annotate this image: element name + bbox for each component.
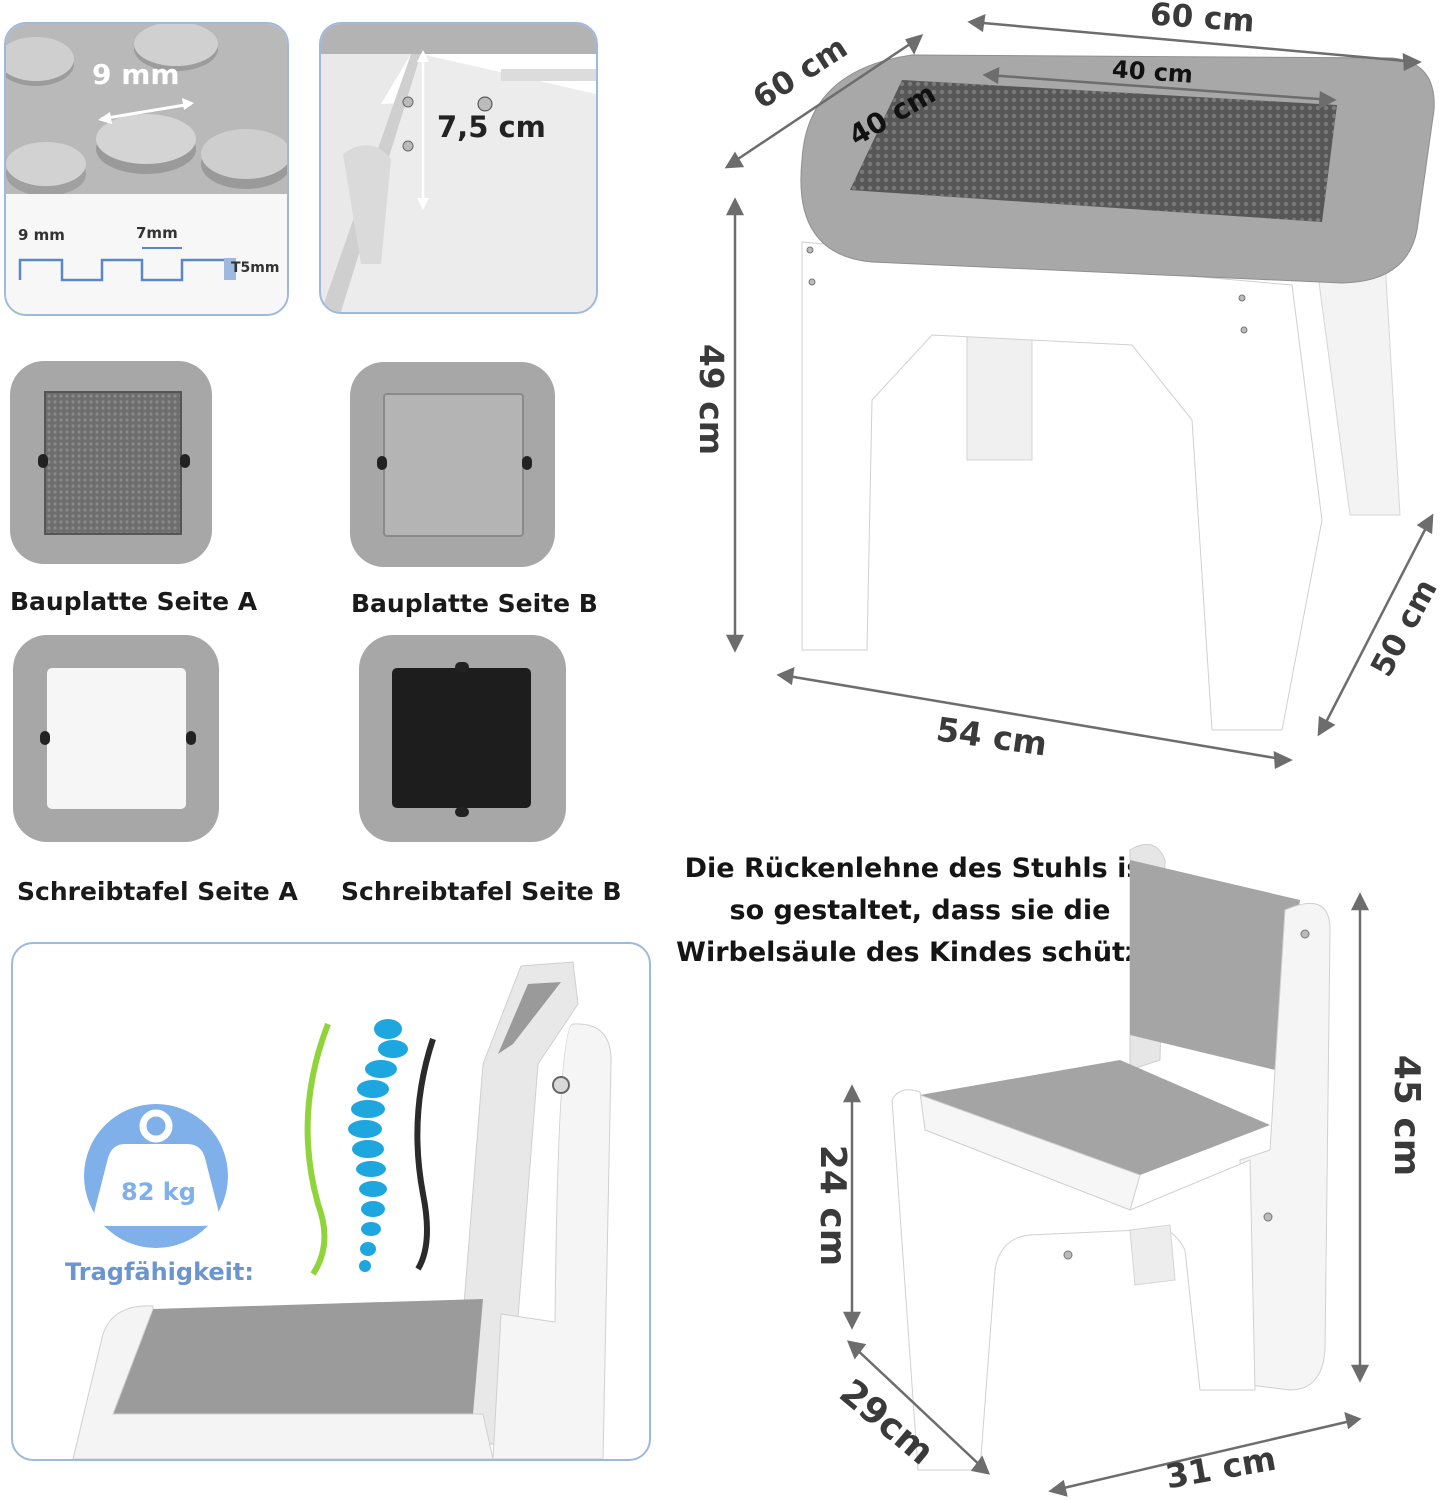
profile-stud-label: 9 mm (18, 226, 65, 244)
tray-corner-illustration (321, 24, 596, 312)
writing-board-side-b (359, 635, 566, 842)
stud-detail-panel: 9 mm 9 mm 7mm T5mm (4, 22, 289, 316)
profile-height-label: T5mm (231, 260, 280, 276)
stud-closeup-illustration (6, 24, 287, 314)
building-plate-side-b (350, 362, 555, 567)
table-illustration (724, 13, 1435, 769)
chair-illustration (842, 843, 1370, 1497)
tray-depth-panel: 7,5 cm (319, 22, 598, 314)
chair-backrest-note: Die Rückenlehne des Stuhls ist so gestal… (660, 848, 1180, 974)
chair-note-line-3: Wirbelsäule des Kindes schützt. (676, 937, 1164, 968)
caption-building-plate-a: Bauplatte Seite A (10, 587, 258, 616)
ergonomic-detail-panel: 82 kg Tragfähigkeit: (11, 942, 651, 1461)
whiteboard-surface (47, 668, 186, 809)
flat-surface (383, 393, 524, 537)
caption-writing-board-b: Schreibtafel Seite B (341, 877, 622, 906)
profile-gap-label: 7mm (136, 224, 178, 242)
chair-seat-height-label: 24 cm (812, 1144, 854, 1267)
tray-depth-label: 7,5 cm (437, 110, 546, 144)
chair-note-line-1: Die Rückenlehne des Stuhls ist (684, 853, 1156, 884)
building-plate-side-a (10, 361, 212, 564)
plate-length-label: 40 cm (1111, 55, 1194, 89)
writing-board-side-a (13, 635, 219, 842)
stud-width-label: 9 mm (92, 58, 180, 91)
chair-total-height-label: 45 cm (1386, 1054, 1428, 1177)
load-capacity-label: Tragfähigkeit: (65, 1258, 254, 1286)
load-weight-label: 82 kg (121, 1178, 196, 1206)
stud-grid-surface (44, 391, 182, 535)
caption-building-plate-b: Bauplatte Seite B (351, 589, 598, 618)
caption-writing-board-a: Schreibtafel Seite A (17, 877, 298, 906)
table-height-label: 49 cm (692, 343, 732, 456)
blackboard-surface (392, 668, 531, 808)
chair-closeup-illustration (72, 961, 612, 1459)
chair-note-line-2: so gestaltet, dass sie die (729, 895, 1111, 926)
